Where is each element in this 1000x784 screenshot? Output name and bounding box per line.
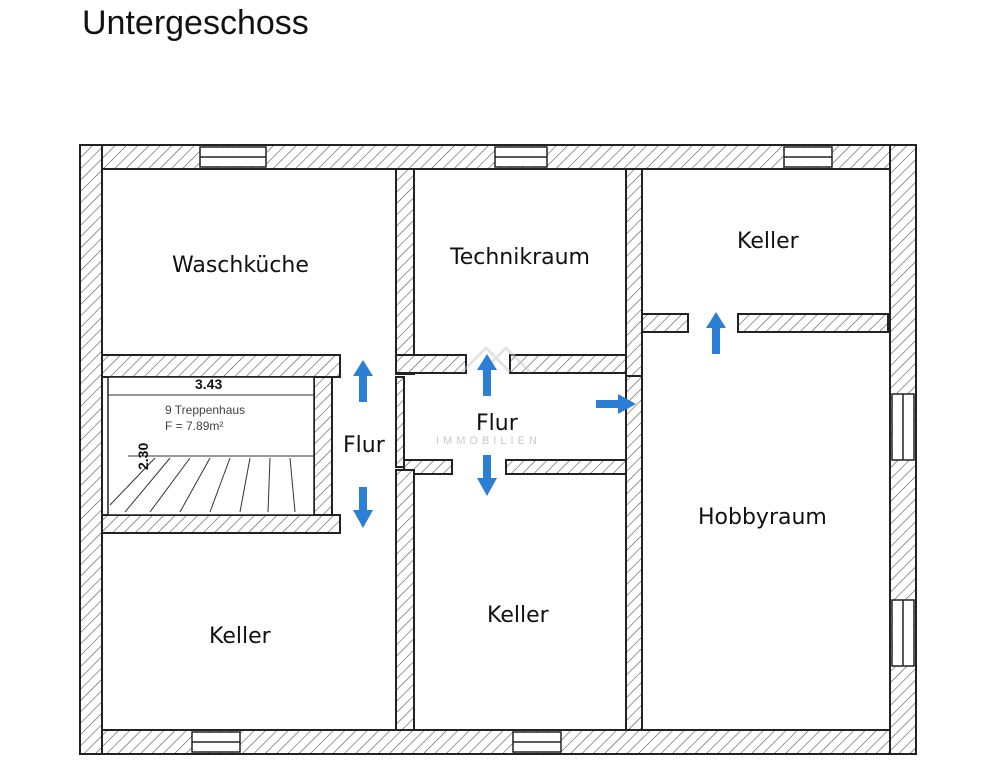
page-title: Untergeschoss: [82, 4, 309, 42]
room-label-keller-top-right: Keller: [737, 229, 800, 254]
arrow-up-icon: [477, 354, 497, 396]
arrow-down-icon: [477, 455, 497, 496]
watermark-text: IMMOBILIEN: [436, 435, 541, 447]
windows: [191, 146, 915, 753]
room-label-technikraum: Technikraum: [449, 245, 590, 270]
arrow-up-icon: [353, 360, 373, 402]
staircase: [107, 376, 315, 516]
arrow-right-icon: [596, 394, 636, 414]
room-label-keller-bottom-center: Keller: [487, 603, 550, 628]
room-label-flur-center: Flur: [476, 411, 519, 436]
arrow-down-icon: [353, 487, 373, 528]
room-label-flur-left: Flur: [343, 433, 386, 458]
direction-arrows: [353, 312, 726, 528]
room-label-hobbyraum: Hobbyraum: [698, 505, 827, 530]
stair-depth-dimension: 2.30: [135, 443, 151, 470]
interior-walls: [101, 168, 889, 731]
room-label-waschkueche: Waschküche: [172, 253, 309, 278]
stair-area: F = 7.89m²: [165, 419, 223, 433]
stair-width-dimension: 3.43: [195, 376, 222, 392]
stair-label: 9 Treppenhaus: [165, 403, 245, 417]
room-label-keller-bottom-left: Keller: [209, 624, 272, 649]
arrow-up-icon: [706, 312, 726, 354]
